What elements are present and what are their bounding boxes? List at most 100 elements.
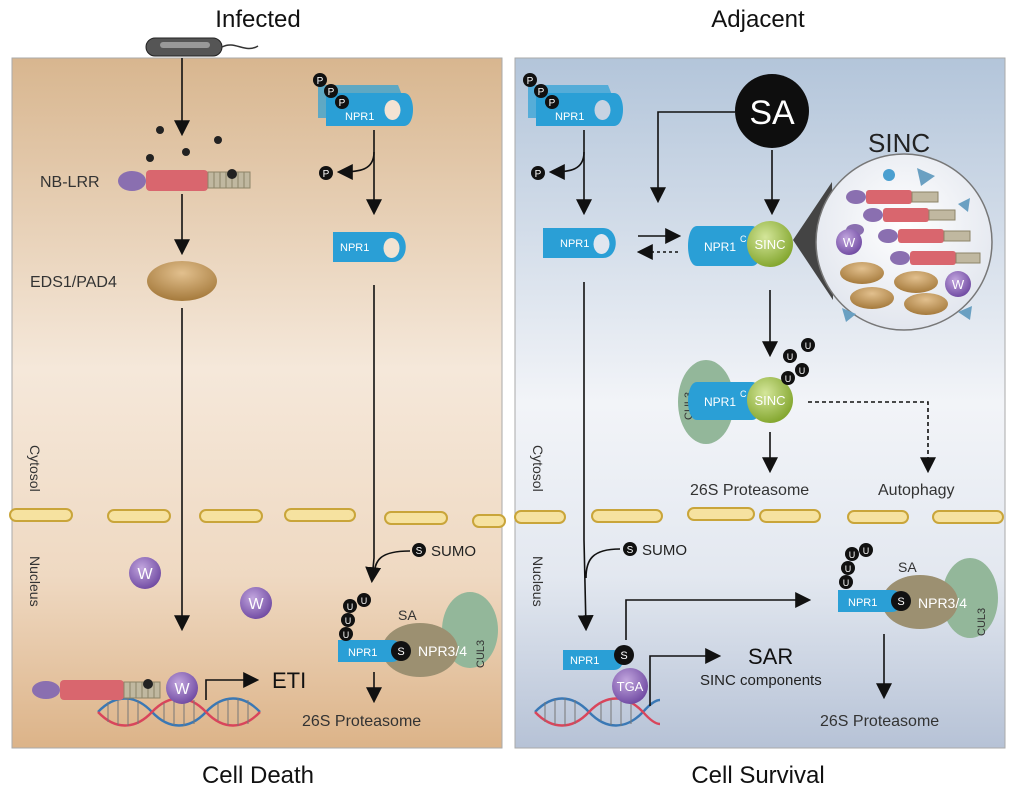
svg-text:P: P: [538, 87, 545, 98]
sumo-left: S SUMO: [412, 543, 476, 560]
svg-text:U: U: [799, 366, 806, 376]
npr1-monomer-left: NPR1: [333, 232, 406, 262]
svg-text:U: U: [845, 564, 852, 574]
eti-label: ETI: [272, 668, 306, 693]
cytosol-label-left: Cytosol: [27, 445, 43, 492]
svg-text:W: W: [137, 566, 153, 583]
npr1-monomer-right: NPR1: [543, 228, 616, 258]
sumo-right: S SUMO: [623, 542, 687, 559]
phospho-group: P P P: [313, 73, 349, 109]
infected-title: Infected: [215, 6, 301, 33]
npr1c-sinc-cul3-complex: CUL3 NPR1 C SINC U U U U: [678, 338, 815, 444]
nb-lrr-nuclear: [32, 679, 161, 700]
wrky-ball-2: W: [240, 587, 272, 619]
released-p-left: P: [319, 166, 333, 180]
svg-text:SUMO: SUMO: [642, 542, 687, 559]
nucleus-label-left: Nucleus: [27, 556, 43, 607]
npr34-complex-left: CUL3 NPR3/4 SA NPR1 S U U U U: [338, 592, 498, 677]
svg-text:SINC: SINC: [754, 237, 785, 252]
svg-text:SA: SA: [749, 94, 795, 132]
svg-text:U: U: [863, 546, 870, 556]
svg-text:NPR1: NPR1: [704, 395, 736, 409]
svg-text:S: S: [897, 596, 904, 608]
svg-text:U: U: [805, 341, 812, 351]
adjacent-title: Adjacent: [711, 6, 805, 33]
svg-text:SUMO: SUMO: [431, 543, 476, 560]
sinc-title: SINC: [868, 128, 930, 158]
svg-text:NPR1: NPR1: [560, 238, 589, 250]
released-p-right: P: [531, 166, 545, 180]
svg-text:NPR1: NPR1: [555, 111, 584, 123]
svg-text:S: S: [627, 545, 634, 556]
svg-text:NPR1: NPR1: [348, 647, 377, 659]
npr1-oligomer-right: NPR1 P P P: [523, 73, 623, 126]
svg-text:SINC: SINC: [754, 393, 785, 408]
sa-molecule: SA: [735, 74, 809, 148]
svg-text:NPR1: NPR1: [340, 242, 369, 254]
cell-death-title: Cell Death: [201, 762, 315, 789]
proteasome-left: 26S Proteasome: [302, 713, 421, 730]
svg-text:W: W: [843, 235, 856, 250]
svg-text:S: S: [416, 546, 423, 557]
svg-text:U: U: [849, 550, 856, 560]
svg-text:W: W: [174, 681, 190, 698]
ubiquitin-chain-right-top: U U U U: [781, 338, 815, 385]
svg-text:P: P: [527, 76, 534, 87]
ubiquitin-chain-left: U U U U: [339, 593, 371, 641]
nucleus-label-right: Nucleus: [530, 556, 546, 607]
wrky-on-dna: W: [166, 672, 198, 704]
svg-text:P: P: [339, 98, 346, 109]
sar-label: SAR: [748, 644, 793, 669]
svg-text:P: P: [317, 76, 324, 87]
cytosol-label-right: Cytosol: [530, 445, 546, 492]
svg-text:U: U: [787, 352, 794, 362]
svg-text:SA: SA: [898, 559, 917, 575]
svg-text:W: W: [952, 277, 965, 292]
svg-text:U: U: [345, 616, 352, 626]
svg-text:NPR3/4: NPR3/4: [918, 595, 967, 611]
nuclear-membrane-right: [514, 507, 1004, 524]
sinc-components-label: SINC components: [700, 672, 822, 689]
svg-text:CUL3: CUL3: [475, 640, 487, 668]
svg-text:U: U: [347, 602, 354, 612]
npr1-tga-complex: NPR1 S TGA: [563, 645, 648, 704]
svg-text:P: P: [328, 87, 335, 98]
effector-dots: [146, 126, 222, 162]
svg-text:U: U: [843, 578, 850, 588]
svg-text:NPR1: NPR1: [570, 655, 599, 667]
svg-text:SA: SA: [398, 607, 417, 623]
svg-text:U: U: [361, 596, 368, 606]
nuclear-membrane-left: [9, 508, 506, 528]
npr34-complex-right: CUL3 NPR3/4 SA NPR1 S U U U U: [838, 543, 998, 638]
eds1-pad4-protein: [147, 261, 217, 301]
svg-text:P: P: [323, 169, 330, 180]
svg-text:NPR1: NPR1: [848, 597, 877, 609]
svg-text:TGA: TGA: [617, 679, 644, 694]
svg-text:P: P: [549, 98, 556, 109]
eds1-pad4-label: EDS1/PAD4: [30, 274, 117, 291]
ubiquitin-chain-right-bottom: U U U U: [839, 543, 873, 589]
autophagy-label: Autophagy: [878, 482, 955, 499]
sinc-zoom-circle: W W: [815, 153, 993, 331]
pathogen-icon: [145, 37, 259, 57]
svg-text:W: W: [248, 596, 264, 613]
svg-text:S: S: [620, 650, 627, 662]
wrky-ball-1: W: [129, 557, 161, 589]
proteasome-right-top: 26S Proteasome: [690, 482, 809, 499]
svg-text:S: S: [397, 646, 404, 658]
nb-lrr-label: NB-LRR: [40, 174, 100, 191]
svg-text:NPR1: NPR1: [704, 240, 736, 254]
npr1c-sinc-complex: NPR1 C SINC: [688, 221, 793, 267]
svg-text:C: C: [740, 234, 747, 244]
npr1-oligomer-left: NPR1 P P P: [313, 73, 413, 126]
svg-text:CUL3: CUL3: [976, 608, 988, 636]
svg-text:NPR1: NPR1: [345, 111, 374, 123]
svg-text:C: C: [740, 389, 747, 399]
svg-text:U: U: [785, 374, 792, 384]
proteasome-right-bottom: 26S Proteasome: [820, 713, 939, 730]
dna-right: [534, 697, 661, 727]
svg-text:U: U: [343, 630, 350, 640]
nb-lrr-protein: [118, 169, 251, 191]
cell-survival-title: Cell Survival: [691, 762, 825, 789]
